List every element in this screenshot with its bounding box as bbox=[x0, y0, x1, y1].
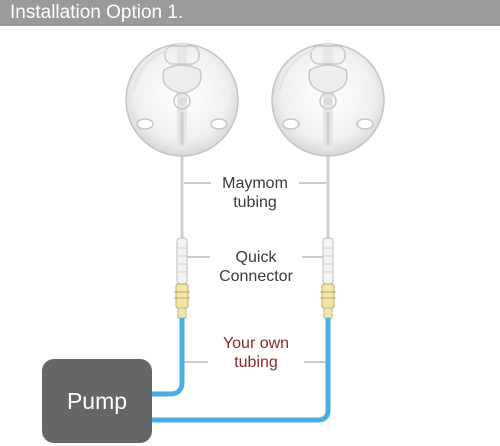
header-bar: Installation Option 1. bbox=[0, 0, 500, 26]
own-tubing bbox=[152, 318, 331, 423]
quick-connector-left bbox=[174, 237, 190, 319]
quick-connector-right bbox=[320, 237, 336, 319]
maymom-tubing bbox=[180, 156, 330, 240]
maymom-tubing-label-line1: Maymom bbox=[222, 175, 288, 192]
pump-box: Pump bbox=[42, 359, 152, 443]
quick-connector-label-line1: Quick bbox=[235, 249, 277, 266]
own-tubing-label-line2: tubing bbox=[234, 354, 278, 371]
own-tubing-label-line1: Your own bbox=[222, 335, 290, 352]
breast-shield-right bbox=[271, 43, 385, 157]
breast-shield-left bbox=[125, 43, 239, 157]
quick-connector-label-line2: Connector bbox=[219, 268, 293, 285]
pump-label: Pump bbox=[66, 387, 128, 414]
maymom-tubing-label-line2: tubing bbox=[233, 194, 277, 211]
maymom-tubing-label: Maymom tubing bbox=[211, 174, 299, 212]
own-tubing-label: Your own tubing bbox=[208, 334, 304, 372]
quick-connector-label: Quick Connector bbox=[210, 248, 302, 286]
page-title: Installation Option 1. bbox=[10, 2, 184, 23]
